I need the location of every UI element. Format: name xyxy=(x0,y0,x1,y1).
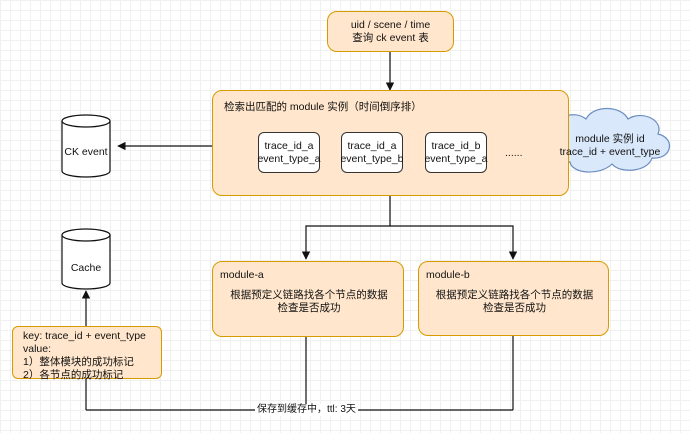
query-line-1: uid / scene / time xyxy=(350,18,431,31)
instances-group-title: 检索出匹配的 module 实例（时间倒序排） xyxy=(224,101,422,113)
query-line-2: 查询 ck event 表 xyxy=(352,31,429,44)
module-a-body: 根据预定义链路找各个节点的数据 检查是否成功 xyxy=(213,289,405,315)
cache-cylinder xyxy=(61,228,111,290)
note-line-1: key: trace_id + event_type xyxy=(23,330,146,342)
arrow-instances-to-module-b xyxy=(390,225,518,260)
note-line-3: 1）整体模块的成功标记 xyxy=(23,356,134,368)
instances-ellipsis: ...... xyxy=(505,147,523,159)
module-a-title: module-a xyxy=(220,269,264,281)
instance-item-2: trace_id_a event_type_b xyxy=(340,132,404,173)
module-b-body: 根据预定义链路找各个节点的数据 检查是否成功 xyxy=(419,289,610,315)
query-box: uid / scene / time 查询 ck event 表 xyxy=(327,11,454,52)
cloud-line-1: module 实例 id xyxy=(575,133,645,145)
note-line-2: value: xyxy=(23,343,52,355)
arrow-instances-to-module-a xyxy=(301,196,391,260)
ck-event-cylinder xyxy=(61,114,111,178)
module-b-line-2: 检查是否成功 xyxy=(483,302,546,314)
instance-item-3: trace_id_b event_type_a xyxy=(424,132,488,173)
module-b-line-1: 根据预定义链路找各个节点的数据 xyxy=(435,289,594,301)
instance-item-3-event: event_type_a xyxy=(424,152,488,165)
module-b-title: module-b xyxy=(426,269,470,281)
cloud-line-2: trace_id + event_type xyxy=(559,146,661,158)
ck-event-label: CK event xyxy=(64,146,108,158)
cloud-label: module 实例 id trace_id + event_type xyxy=(551,126,669,166)
save-to-cache-label: 保存到缓存中，ttl: 3天 xyxy=(255,404,358,416)
instance-item-1-trace: trace_id_a xyxy=(264,139,314,152)
note-line-4: 2）各节点的成功标记 xyxy=(23,369,124,381)
instance-item-2-trace: trace_id_a xyxy=(347,139,397,152)
instance-item-2-event: event_type_b xyxy=(340,152,404,165)
cache-key-note: key: trace_id + event_type value: 1）整体模块… xyxy=(12,326,162,381)
module-a-line-1: 根据预定义链路找各个节点的数据 xyxy=(230,289,388,301)
module-a-box: module-a 根据预定义链路找各个节点的数据 检查是否成功 xyxy=(212,261,404,337)
module-b-box: module-b 根据预定义链路找各个节点的数据 检查是否成功 xyxy=(418,261,609,336)
module-a-line-2: 检查是否成功 xyxy=(277,302,341,314)
instance-item-1-event: event_type_a xyxy=(257,152,321,165)
instance-item-3-trace: trace_id_b xyxy=(431,139,481,152)
cache-label: Cache xyxy=(70,262,102,274)
instance-item-1: trace_id_a event_type_a xyxy=(257,132,321,173)
